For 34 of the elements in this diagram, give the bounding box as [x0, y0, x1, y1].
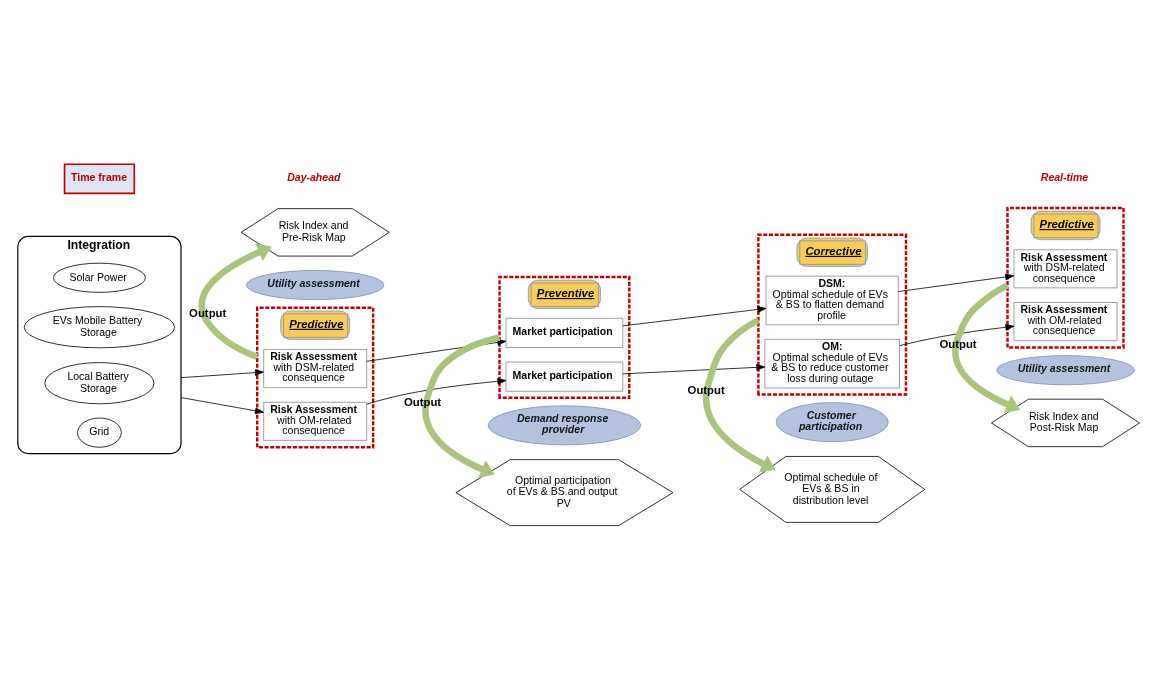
arrow [703, 316, 776, 473]
arrow [180, 368, 264, 378]
edge-label: Output [189, 306, 227, 319]
edge-label: Output [939, 337, 977, 350]
node-box: Time frame [63, 162, 136, 194]
arrow [366, 377, 507, 404]
arrow [198, 242, 272, 360]
arrow [899, 323, 1015, 346]
node-box: Risk Assessment with DSM-related consequence [263, 348, 368, 388]
node-box: Risk Assessment with OM-related consequence [263, 401, 368, 441]
arrow [180, 396, 264, 414]
label: Day-ahead [287, 170, 341, 183]
node-box: Market participation [505, 317, 624, 348]
node-ellipse: Grid [77, 417, 122, 448]
arrow [422, 333, 501, 478]
arrow [622, 363, 766, 374]
edge-label: Output [687, 383, 725, 396]
node-ellipse: Utility assessment [246, 269, 385, 300]
edge-label: Output [403, 395, 442, 408]
arrow [898, 273, 1015, 292]
node-box: DSM: Optimal schedule of EVs & BS to flatten demand profile [765, 275, 899, 325]
node-box: OM: Optimal schedule of EVs & BS to reduce customer loss during outage [764, 338, 900, 388]
node-ellipse: Demand response provider [487, 404, 642, 445]
node-ellipse: Utility assessment [996, 354, 1135, 385]
node-ellipse: Local Battery Storage [44, 361, 155, 404]
arrow [952, 281, 1021, 413]
node-ellipse: Solar Power [53, 262, 146, 293]
node-box: Market participation [505, 361, 624, 392]
node-box: Risk Assessment with DSM-related consequence [1013, 248, 1118, 288]
label: Real-time [1040, 170, 1089, 183]
node-ellipse: Customer participation [775, 401, 889, 442]
node-box: Risk Assessment with OM-related consequence [1013, 301, 1118, 341]
arrow [622, 305, 767, 326]
node-ellipse: EVs Mobile Battery Storage [23, 305, 176, 348]
